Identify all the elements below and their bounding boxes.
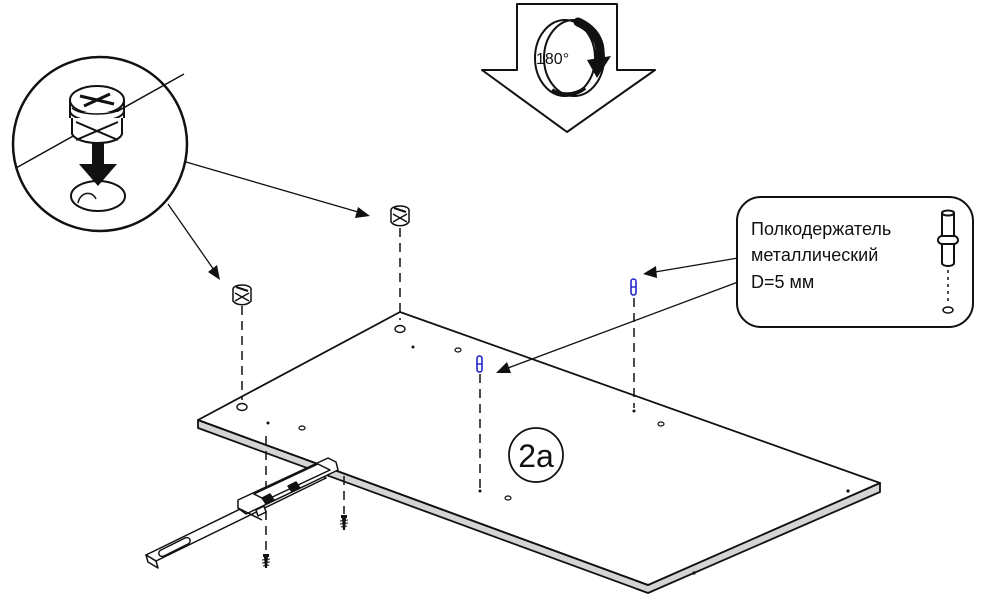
- leader-line: [167, 203, 215, 271]
- shelf-pin-callout: [736, 196, 974, 328]
- drawer-slide-icon: [145, 457, 339, 569]
- cam-lock-detail-circle: [11, 55, 189, 233]
- screw-icon: [261, 554, 271, 568]
- rotate-180-icon: [481, 3, 656, 133]
- step-badge-label: 2a: [518, 438, 554, 474]
- cam-lock-fitting-icon: [390, 205, 410, 227]
- leader-line: [654, 257, 739, 273]
- leader-line: [507, 281, 739, 369]
- screw-icon: [339, 515, 349, 530]
- shelf-pin-icon: [476, 355, 483, 373]
- shelf-pin-icon: [937, 209, 959, 314]
- callout-line-2: металлический: [751, 245, 878, 265]
- shelf-pin-icon: [630, 278, 637, 296]
- step-badge: [508, 427, 564, 483]
- cam-lock-fitting-icon: [69, 85, 125, 144]
- assembly-guide-lines: [241, 228, 635, 552]
- rotate-label: 180°: [536, 51, 569, 68]
- cam-lock-fitting-icon: [232, 284, 252, 306]
- leader-line: [185, 161, 359, 213]
- callout-line-1: Полкодержатель: [751, 219, 891, 239]
- callout-line-3: D=5 мм: [751, 272, 814, 292]
